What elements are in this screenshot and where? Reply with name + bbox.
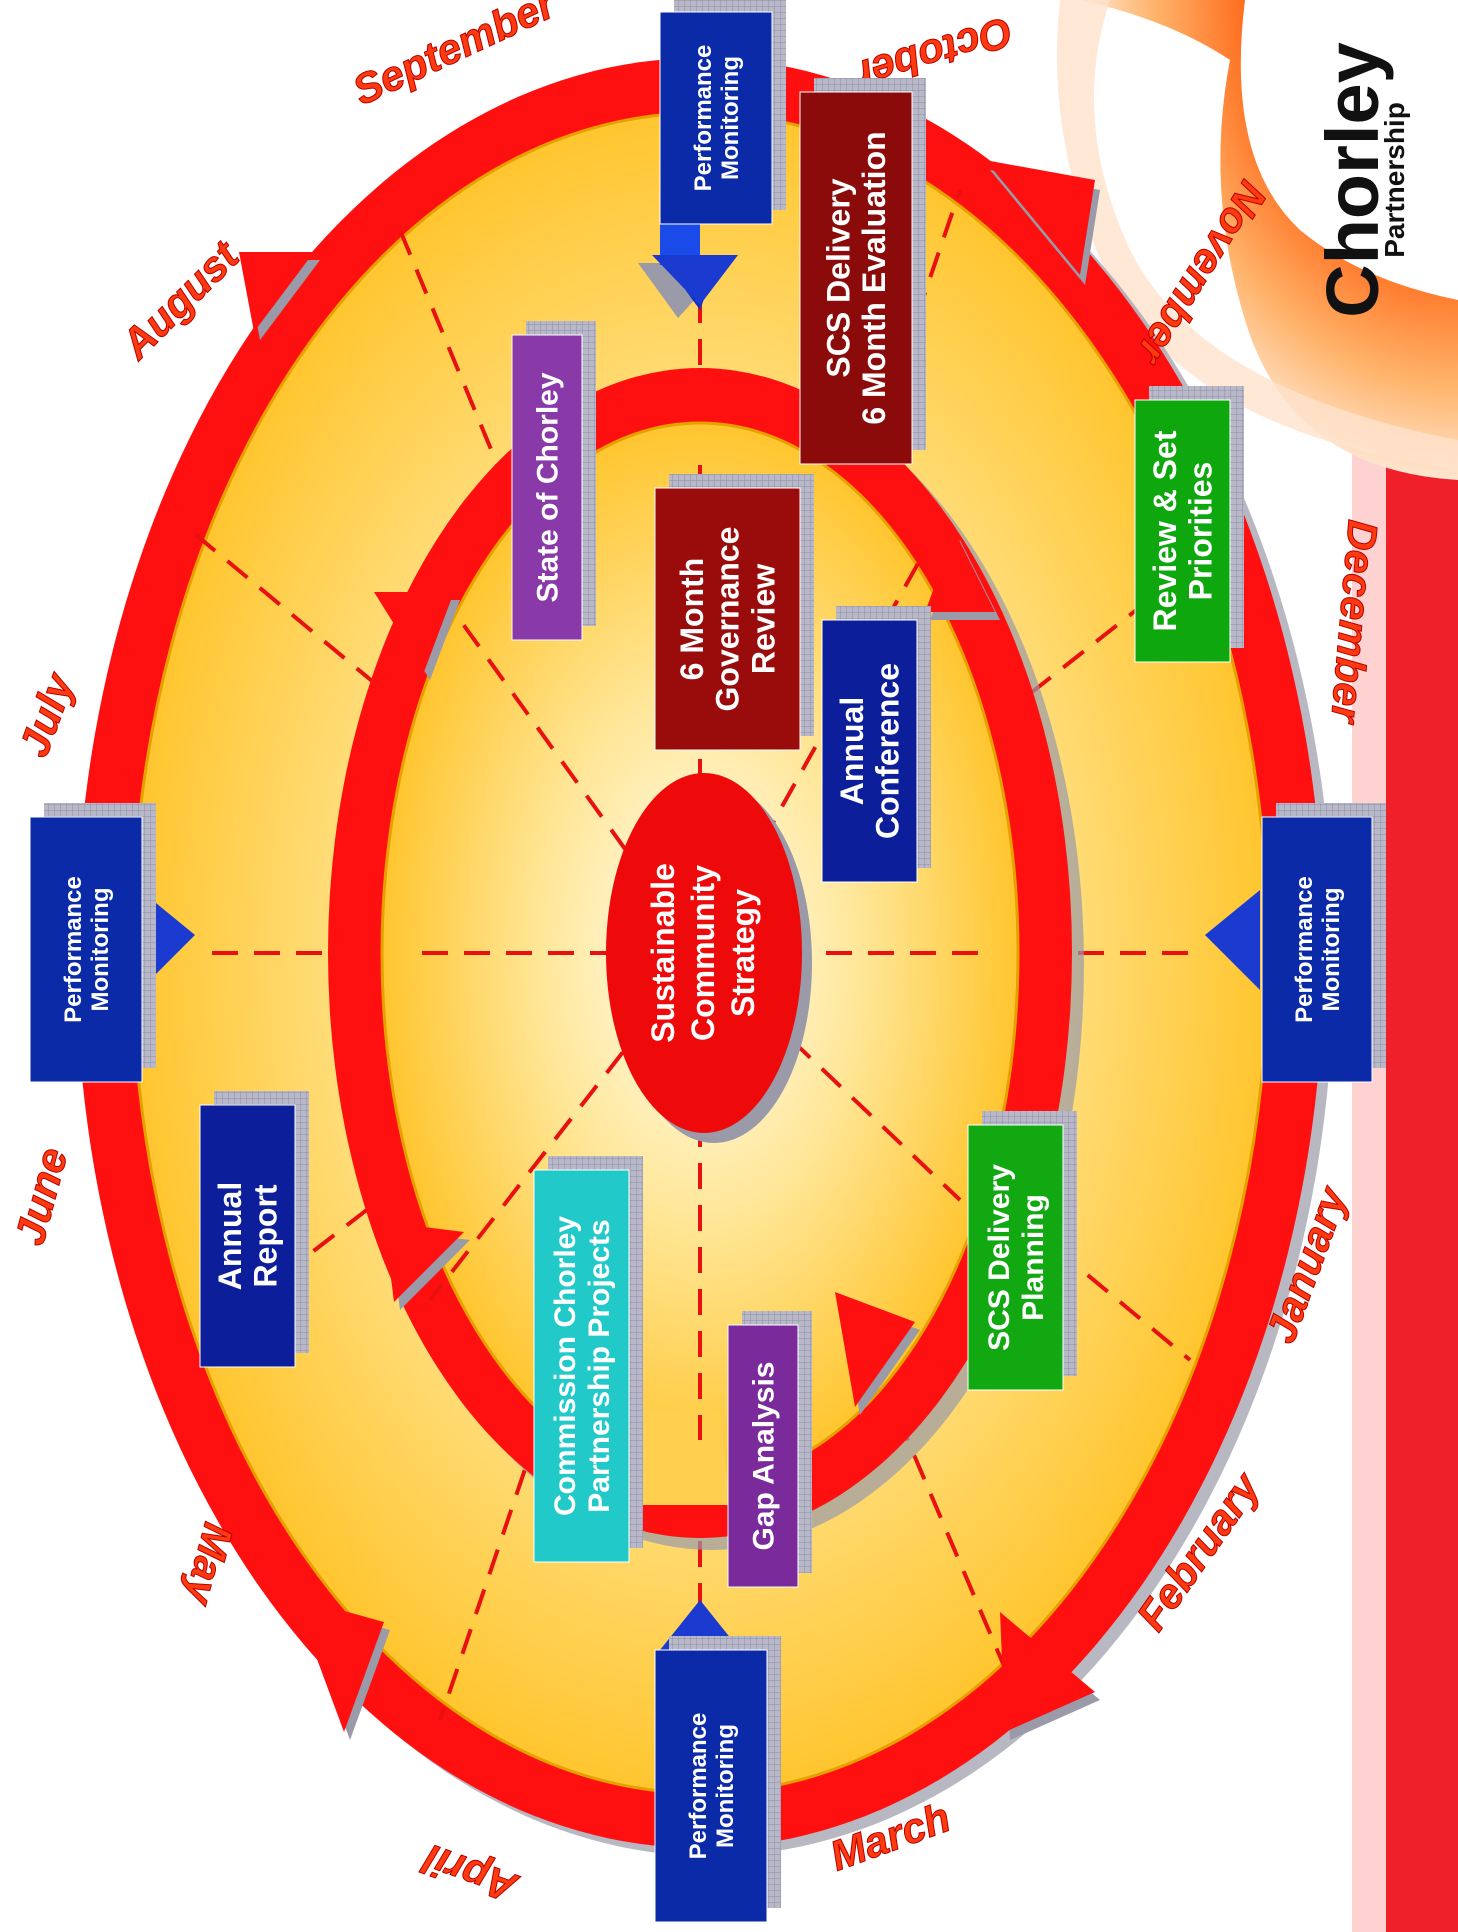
governance-review-line-1: 6 Month bbox=[674, 558, 710, 681]
annual-conference-line-1: Annual bbox=[834, 697, 870, 805]
chorley-logo: Chorley Partnership bbox=[1311, 42, 1410, 318]
center-strategy: Sustainable Community Strategy bbox=[606, 773, 812, 1143]
perf-bottom-line-1: Performance bbox=[685, 1713, 712, 1860]
month-july: July bbox=[10, 665, 84, 763]
perf-bottom-line-2: Monitoring bbox=[712, 1724, 739, 1848]
month-august: August bbox=[111, 231, 249, 369]
commission-projects-line-2: Partnership Projects bbox=[583, 1219, 616, 1512]
scs-planning-line-2: Planning bbox=[1017, 1194, 1050, 1321]
perf-right-arrow bbox=[1205, 890, 1260, 990]
logo-decoration bbox=[1057, 0, 1458, 1932]
perf-right-line-1: Performance bbox=[1291, 876, 1318, 1023]
logo-tagline: Partnership bbox=[1379, 102, 1410, 258]
month-june: June bbox=[6, 1143, 77, 1250]
state-of-chorley-box: State of Chorley bbox=[511, 321, 596, 641]
annual-report-line-2: Report bbox=[248, 1184, 284, 1287]
center-line-1: Sustainable bbox=[645, 863, 681, 1043]
perf-top-line-2: Monitoring bbox=[717, 56, 744, 180]
perf-right-line-2: Monitoring bbox=[1318, 888, 1345, 1012]
governance-review-line-2: Governance bbox=[710, 527, 746, 712]
annual-conference-line-2: Conference bbox=[870, 663, 906, 839]
gap-analysis-box: Gap Analysis bbox=[727, 1311, 812, 1588]
month-may: May bbox=[175, 1518, 242, 1612]
center-line-2: Community bbox=[685, 865, 721, 1041]
governance-review-line-3: Review bbox=[746, 564, 782, 674]
review-priorities-line-2: Priorities bbox=[1183, 462, 1219, 601]
annual-report-line-1: Annual bbox=[212, 1182, 248, 1290]
outer-arrows bbox=[239, 160, 1100, 1740]
scs-evaluation-line-1: SCS Delivery bbox=[820, 178, 856, 377]
center-line-3: Strategy bbox=[725, 889, 761, 1017]
side-bar bbox=[1386, 430, 1458, 1932]
perf-left-line-2: Monitoring bbox=[87, 888, 114, 1012]
logo-name: Chorley bbox=[1311, 42, 1394, 318]
scs-evaluation-line-2: 6 Month Evaluation bbox=[856, 131, 892, 424]
inner-arrows bbox=[374, 532, 1000, 1415]
scs-planning-line-1: SCS Delivery bbox=[983, 1164, 1016, 1351]
perf-left-line-1: Performance bbox=[60, 876, 87, 1023]
review-priorities-line-1: Review & Set bbox=[1147, 430, 1183, 631]
perf-top-line-1: Performance bbox=[690, 45, 717, 192]
commission-projects-line-1: Commission Chorley bbox=[549, 1216, 582, 1516]
gap-analysis-line-1: Gap Analysis bbox=[748, 1362, 781, 1551]
state-of-chorley-line-1: State of Chorley bbox=[532, 372, 565, 602]
month-april: April bbox=[416, 1835, 524, 1913]
